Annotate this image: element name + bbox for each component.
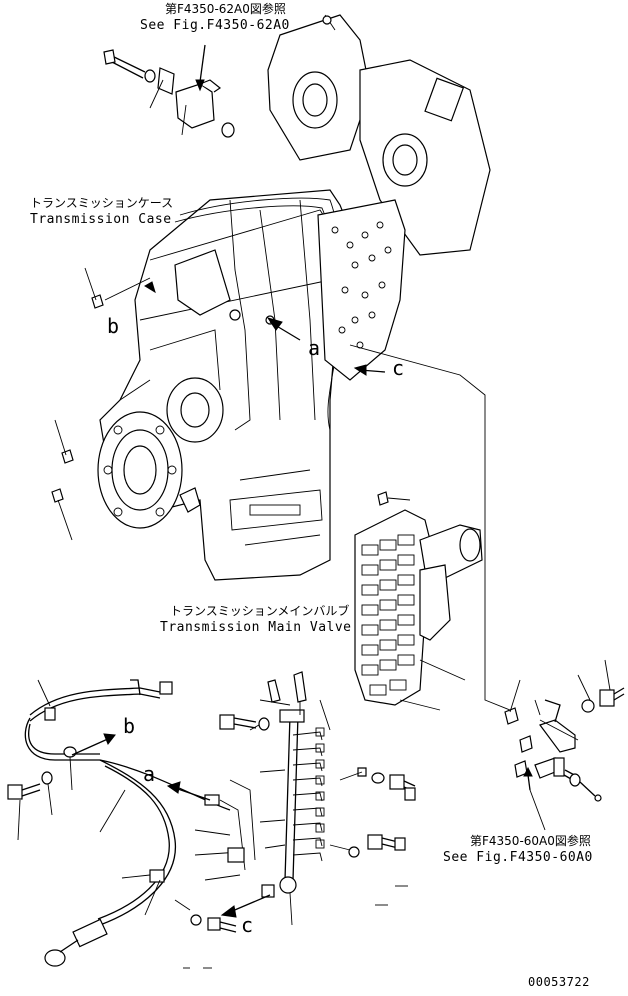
callout-a-lower: a xyxy=(143,762,156,786)
callout-b-lower: b xyxy=(123,714,136,738)
lower-arrows xyxy=(71,733,271,918)
callout-c-lower: c xyxy=(241,913,254,937)
case-bolts xyxy=(51,267,156,541)
case-arrows xyxy=(266,317,511,711)
callout-b-upper: b xyxy=(107,314,120,338)
ref-bottom-en: See Fig.F4350-60A0 xyxy=(443,850,593,865)
ref-top-en: See Fig.F4350-62A0 xyxy=(140,18,290,33)
right-fittings xyxy=(504,659,625,831)
valve-harness xyxy=(174,671,416,933)
callout-c-upper: c xyxy=(392,356,405,380)
transmission-main-valve xyxy=(354,491,483,711)
valve-label-en: Transmission Main Valve xyxy=(160,620,352,635)
ref-bottom-jp: 第F4350-60A0図参照 xyxy=(470,834,591,848)
top-sensor-assembly xyxy=(103,44,235,138)
ref-top-jp: 第F4350-62A0図参照 xyxy=(165,2,286,16)
drawing-number: 00053722 xyxy=(528,975,590,989)
valve-label-jp: トランスミッションメインバルブ xyxy=(170,604,350,618)
case-label-jp: トランスミッションケース xyxy=(30,196,174,210)
misc-marks xyxy=(183,885,408,969)
wiring-harness xyxy=(7,679,231,967)
transmission-case xyxy=(97,14,491,581)
callout-a-upper: a xyxy=(308,336,321,360)
case-label-en: Transmission Case xyxy=(30,212,172,227)
